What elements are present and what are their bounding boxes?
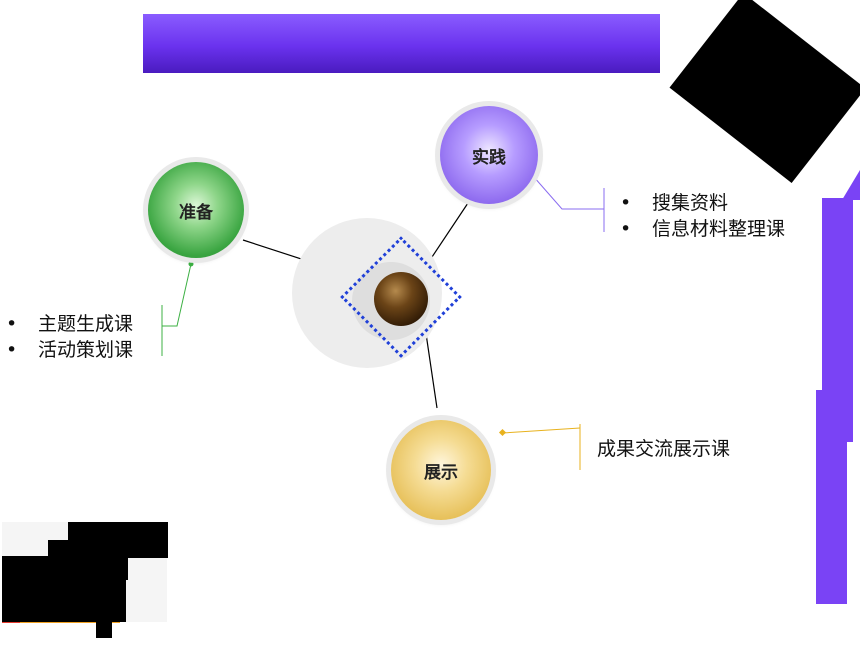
- node-practice-label: 实践: [472, 147, 506, 168]
- purple-side-strip-bottom: [816, 390, 847, 604]
- connector-prepare: [162, 263, 192, 327]
- decorative-black-block-4: [96, 618, 112, 638]
- node-present: 展示: [391, 420, 491, 520]
- connector-present: [502, 427, 581, 434]
- connector-present-dot: [498, 428, 507, 437]
- connector-prepare-dot: [188, 261, 194, 267]
- title-bar: [143, 14, 660, 73]
- list-practice: 搜集资料 信息材料整理课: [620, 190, 785, 242]
- list-item: 活动策划课: [6, 337, 133, 363]
- node-prepare-label: 准备: [179, 202, 213, 223]
- list-item: 搜集资料: [620, 190, 785, 216]
- list-prepare: 主题生成课 活动策划课: [6, 311, 133, 363]
- decorative-black-block-3: [2, 556, 126, 622]
- list-item: 主题生成课: [6, 311, 133, 337]
- connector-practice: [518, 159, 604, 210]
- list-present-item: 成果交流展示课: [597, 438, 731, 460]
- node-practice: 实践: [440, 106, 538, 204]
- node-present-label: 展示: [424, 462, 458, 483]
- node-prepare: 准备: [148, 162, 244, 258]
- hub-core-sphere: [374, 272, 428, 326]
- list-item: 信息材料整理课: [620, 216, 785, 242]
